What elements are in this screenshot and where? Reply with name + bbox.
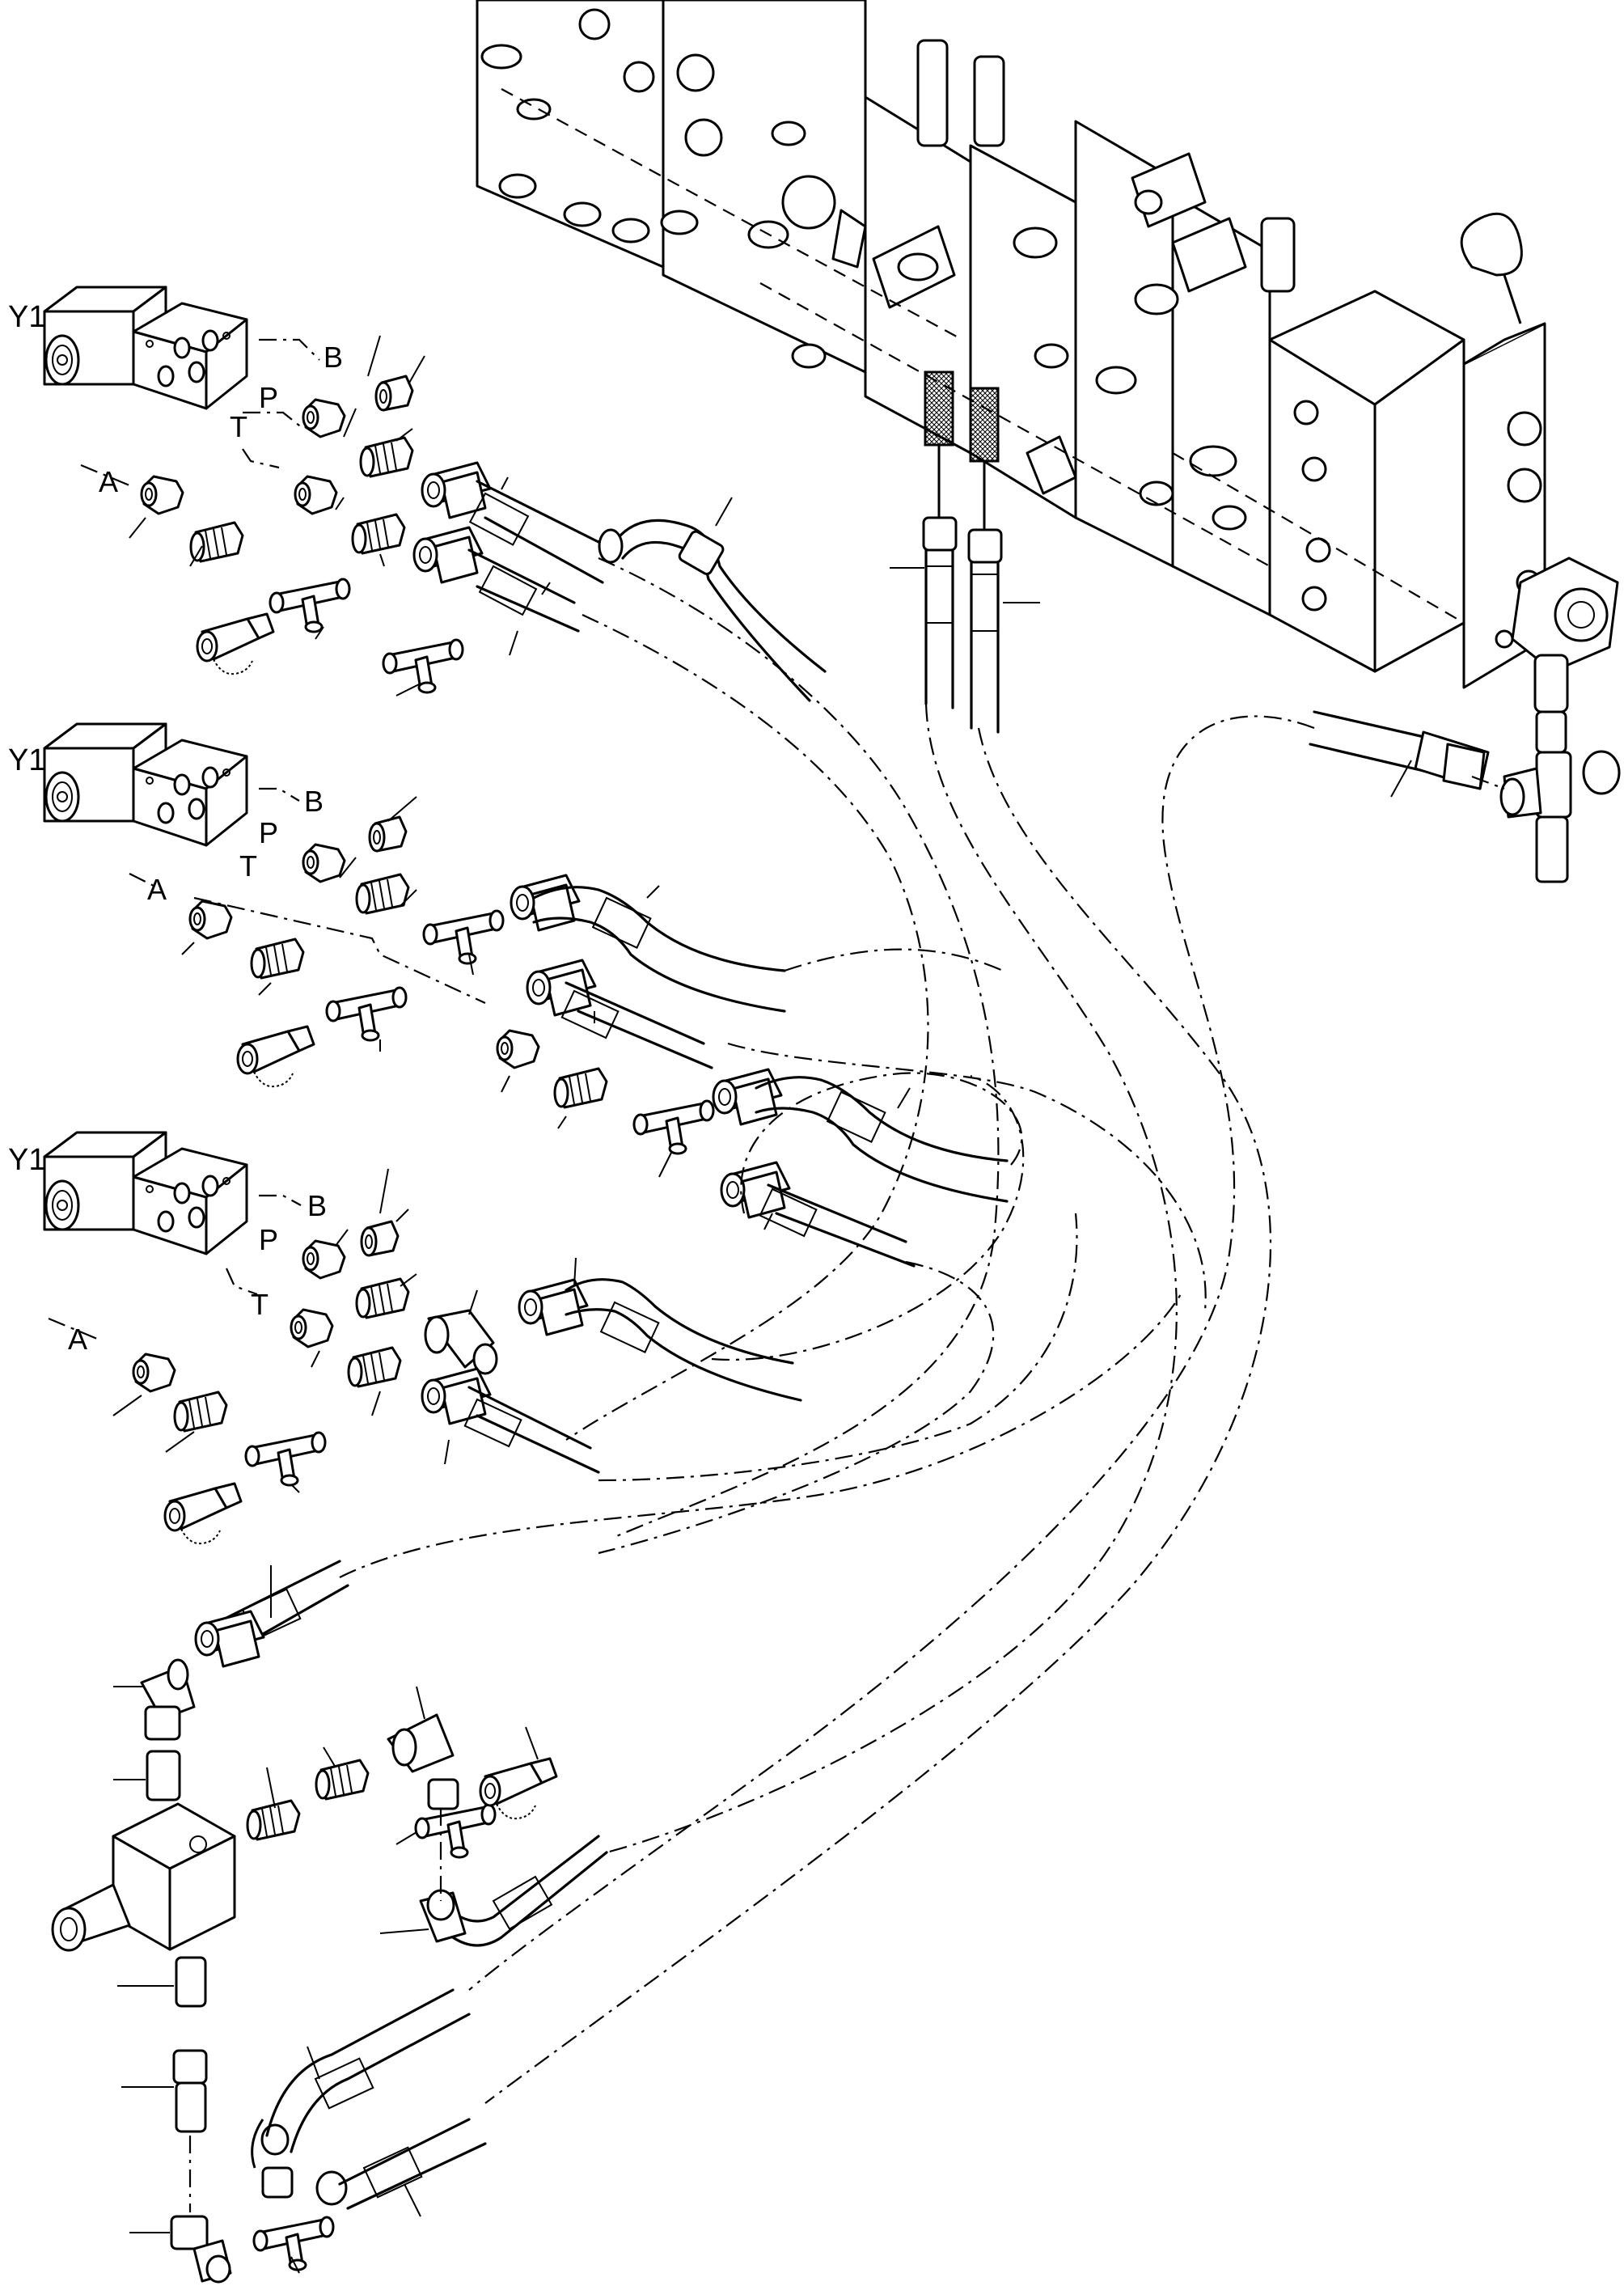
port-a-label: A: [99, 465, 118, 498]
port-a-label: A: [68, 1323, 87, 1356]
port-p-label: P: [259, 816, 278, 849]
port-t-label: T: [239, 849, 257, 883]
port-b-label: B: [307, 1189, 327, 1222]
solenoid-valve-y147: [43, 722, 248, 847]
pressure-switch-assembly: [1309, 557, 1621, 883]
valve-y146-group: Y146 B P T A: [8, 286, 827, 702]
connection-routes: [339, 557, 1315, 2104]
port-p-label: P: [259, 381, 278, 414]
lower-manifold-assembly: [51, 1560, 608, 2284]
control-valve-block: [476, 0, 1546, 689]
pressure-test-fittings: [890, 370, 1040, 734]
solenoid-valve-y148: [43, 1131, 248, 1255]
port-a-label: A: [147, 873, 167, 906]
port-b-label: B: [304, 785, 324, 818]
port-t-label: T: [251, 1288, 269, 1321]
valve-y147-group: Y147 B P T A: [8, 722, 1009, 1268]
port-p-label: P: [259, 1223, 278, 1256]
port-b-label: B: [324, 341, 343, 374]
valve-y148-group: Y148 B P T A: [8, 1131, 802, 1545]
solenoid-valve-y146: [43, 286, 248, 410]
port-t-label: T: [230, 410, 247, 443]
